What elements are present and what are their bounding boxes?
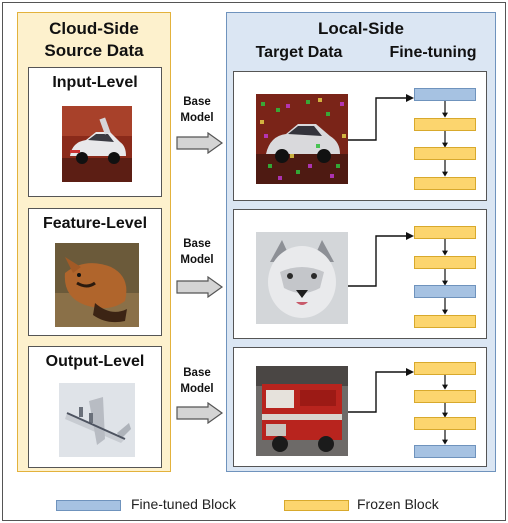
frozen-block-1 [414,362,476,375]
input-level-box: Input-Level [28,67,162,197]
noisy-car-image [256,94,348,184]
feature-level-box: Feature-Level [28,208,162,336]
fox-image [55,243,139,327]
block-arrow-1 [442,375,448,390]
cloud-title-line2: Source Data [44,41,144,60]
frozen-block-4 [414,315,476,328]
block-arrow-3 [442,430,448,445]
arrow-label-1: Base Model [167,94,227,126]
arrow-label-3-line2: Model [180,383,214,395]
local-row-1 [233,71,487,201]
block-stack-1 [414,88,476,190]
local-side-panel: Local-Side Target Data Fine-tuning [226,12,496,472]
base-model-arrow-1 [176,132,224,154]
frozen-block-2 [414,117,476,131]
local-row-3 [233,347,487,467]
block-stack-2 [414,226,476,328]
connector-1 [348,94,414,141]
fine-tuned-block-1 [414,88,476,101]
output-level-box: Output-Level [28,346,162,468]
legend-finetuned-swatch [56,500,121,511]
fine-tuning-header: Fine-tuning [389,44,477,61]
arrow-label-3: Base Model [167,365,227,397]
legend-finetuned-label: Fine-tuned Block [131,496,237,512]
block-arrow-2 [442,268,448,286]
arrow-label-1-line1: Base [183,96,211,108]
fine-tuned-block-4 [414,445,476,458]
fine-tuned-block-3 [414,285,476,299]
block-stack-3 [414,362,476,458]
arrow-label-2-line1: Base [183,238,211,250]
frozen-block-4 [414,177,476,190]
car-image [62,106,132,182]
frozen-block-2 [414,389,476,403]
local-row-2 [233,209,487,339]
connector-2 [348,232,414,287]
block-arrow-1 [442,101,448,118]
block-arrow-2 [442,402,448,418]
feature-level-label: Feature-Level [42,215,148,232]
frozen-block-3 [414,147,476,161]
base-model-arrow-3 [176,402,224,424]
block-arrow-3 [442,298,448,315]
output-level-label: Output-Level [45,353,145,370]
legend-frozen-label: Frozen Block [357,496,439,512]
arrow-label-2-line2: Model [180,254,214,266]
arrow-label-2: Base Model [167,236,227,268]
block-arrow-3 [442,160,448,177]
wolf-image [256,232,348,324]
frozen-block-3 [414,417,476,431]
arrow-label-1-line2: Model [180,112,214,124]
arrow-label-3-line1: Base [183,367,211,379]
airplane-image [59,383,135,457]
cloud-title-line1: Cloud-Side [49,19,139,38]
input-level-label: Input-Level [52,74,138,91]
legend-frozen-swatch [284,500,349,511]
base-model-arrow-2 [176,276,224,298]
block-arrow-2 [442,130,448,148]
block-arrow-1 [442,239,448,256]
cloud-side-panel: Cloud-Side Source Data Input-Level Featu… [17,12,171,472]
target-data-header: Target Data [255,44,343,61]
frozen-block-2 [414,255,476,269]
fire-truck-image [256,366,348,456]
frozen-block-1 [414,226,476,239]
connector-3 [348,368,414,413]
local-title: Local-Side [318,19,404,38]
